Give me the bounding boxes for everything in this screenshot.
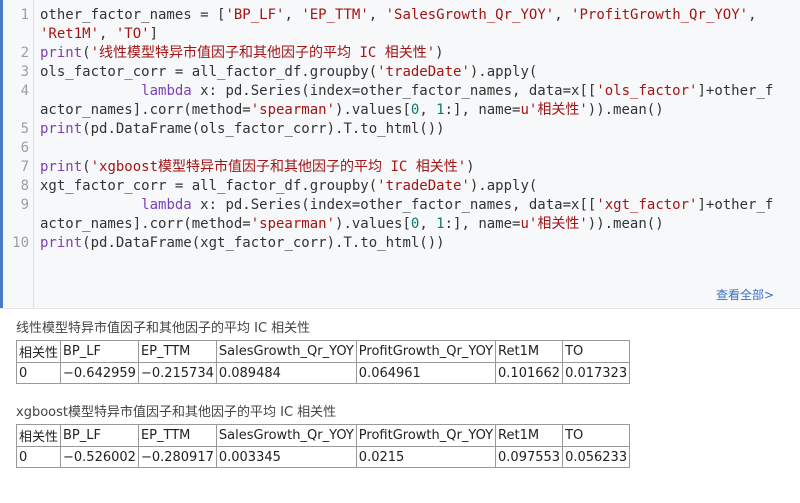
table-cell: 0.064961 [355,362,497,384]
code-line: 7 print('xgboost模型特异市值因子和其他因子的平均 IC 相关性') [0,158,800,177]
code-line: 3 ols_factor_corr = all_factor_df.groupby… [0,63,800,82]
table-cell: 0.0215 [355,446,497,468]
line-number: 5 [20,121,29,137]
line-number: 8 [20,178,29,194]
table-cell: 0 [15,446,62,468]
code-line: 5 print(pd.DataFrame(ols_factor_corr).T.t… [0,120,800,139]
table-header: SalesGrowth_Qr_YOY [215,340,357,363]
output-block-2: xgboost模型特异市值因子和其他因子的平均 IC 相关性 相关性 BP_LF… [15,404,631,468]
output-title: 线性模型特异市值因子和其他因子的平均 IC 相关性 [16,321,311,336]
output-title: xgboost模型特异市值因子和其他因子的平均 IC 相关性 [16,405,337,420]
table-row: 0 −0.526002 −0.280917 0.003345 0.0215 0.… [15,446,631,468]
table-cell: 0.089484 [215,362,357,384]
table-header: ProfitGrowth_Qr_YOY [355,424,497,447]
line-number-gutter [3,0,34,308]
code-text: ols_factor_corr = all_factor_df.groupby(… [40,64,538,80]
line-number: 6 [20,140,29,156]
table-header: ProfitGrowth_Qr_YOY [355,340,497,363]
view-all-link[interactable]: 查看全部> [715,288,774,302]
table-header: 相关性 [15,424,62,447]
line-number: 9 [20,197,29,213]
code-text [40,139,780,158]
table-header-row: 相关性 BP_LF EP_TTM SalesGrowth_Qr_YOY Prof… [15,340,631,363]
code-text: print('线性模型特异市值因子和其他因子的平均 IC 相关性') [40,45,444,61]
result-table: 相关性 BP_LF EP_TTM SalesGrowth_Qr_YOY Prof… [15,424,631,468]
result-table: 相关性 BP_LF EP_TTM SalesGrowth_Qr_YOY Prof… [15,340,631,384]
table-cell: 0.097553 [495,446,564,468]
code-line: 6 [0,139,800,158]
code-text: xgt_factor_corr = all_factor_df.groupby(… [40,178,538,194]
table-cell: −0.280917 [137,446,217,468]
table-header-row: 相关性 BP_LF EP_TTM SalesGrowth_Qr_YOY Prof… [15,424,631,447]
code-text: print(pd.DataFrame(xgt_factor_corr).T.to… [40,235,445,251]
code-line: 10 print(pd.DataFrame(xgt_factor_corr).T.… [0,234,800,253]
table-cell: 0 [15,362,62,384]
table-cell: −0.526002 [60,446,139,468]
table-header: 相关性 [15,340,62,363]
line-number: 10 [12,235,29,251]
code-line: 8 xgt_factor_corr = all_factor_df.groupby… [0,177,800,196]
table-header: TO [562,424,631,447]
line-number: 4 [20,83,29,99]
code-text: lambda x: pd.Series(index=other_factor_n… [40,197,774,232]
table-cell: 0.101662 [495,362,564,384]
table-header: BP_LF [60,424,139,447]
code-text: other_factor_names = ['BP_LF', 'EP_TTM',… [40,7,765,42]
line-number: 2 [20,45,29,61]
code-text: lambda x: pd.Series(index=other_factor_n… [40,83,774,118]
table-cell: 0.017323 [562,362,631,384]
code-line: 9 lambda x: pd.Series(index=other_factor… [0,196,800,234]
code-text: print('xgboost模型特异市值因子和其他因子的平均 IC 相关性') [40,159,475,175]
code-text: print(pd.DataFrame(ols_factor_corr).T.to… [40,121,445,137]
table-header: Ret1M [495,424,564,447]
code-line: 4 lambda x: pd.Series(index=other_factor… [0,82,800,120]
code-line: 1 other_factor_names = ['BP_LF', 'EP_TTM'… [0,6,800,44]
table-row: 0 −0.642959 −0.215734 0.089484 0.064961 … [15,362,631,384]
table-header: TO [562,340,631,363]
table-header: Ret1M [495,340,564,363]
output-block-1: 线性模型特异市值因子和其他因子的平均 IC 相关性 相关性 BP_LF EP_T… [15,320,631,384]
table-cell: 0.003345 [215,446,357,468]
table-header: BP_LF [60,340,139,363]
line-number: 3 [20,64,29,80]
table-header: SalesGrowth_Qr_YOY [215,424,357,447]
code-accent-bar [0,0,3,308]
code-line: 2 print('线性模型特异市值因子和其他因子的平均 IC 相关性') [0,44,800,63]
table-cell: 0.056233 [562,446,631,468]
divider [0,308,800,309]
table-cell: −0.215734 [137,362,217,384]
line-number: 7 [20,159,29,175]
table-cell: −0.642959 [60,362,139,384]
line-number: 1 [20,7,29,23]
code-block: 1 other_factor_names = ['BP_LF', 'EP_TTM'… [0,0,800,308]
code-lines: 1 other_factor_names = ['BP_LF', 'EP_TTM'… [0,6,800,253]
table-header: EP_TTM [137,340,217,363]
table-header: EP_TTM [137,424,217,447]
